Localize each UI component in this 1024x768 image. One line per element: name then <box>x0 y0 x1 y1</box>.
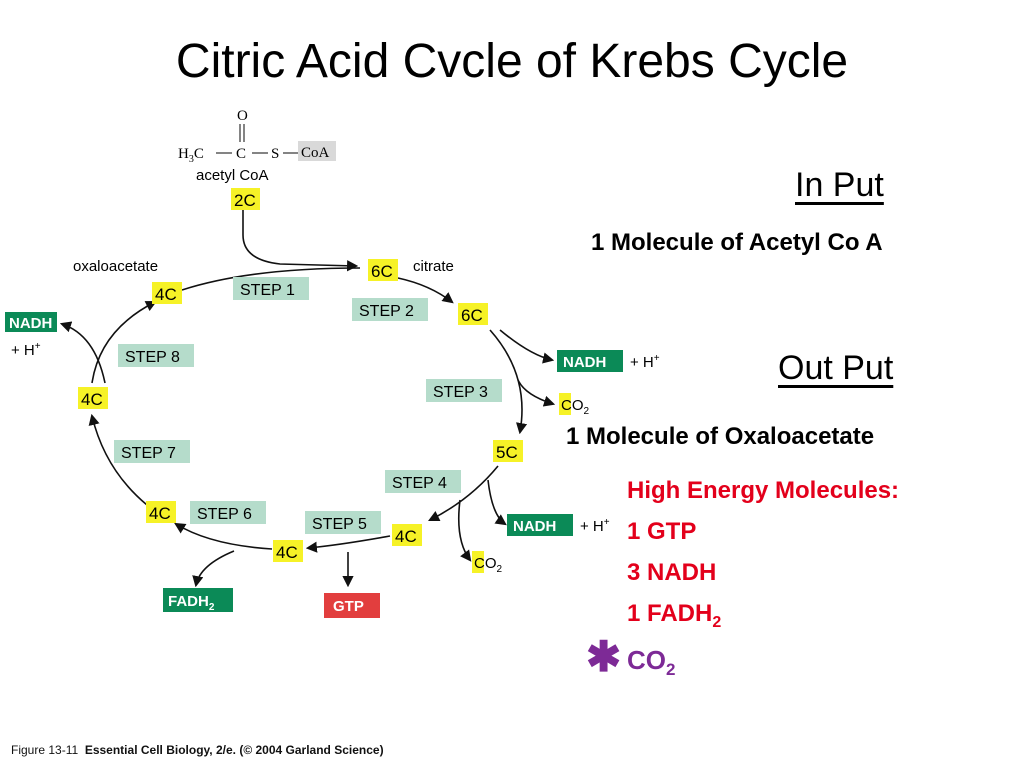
figure-caption: Figure 13-11 Essential Cell Biology, 2/e… <box>11 743 384 757</box>
carbon-boxes: 2C 6C 6C 5C 4C 4C 4C 4C 4C <box>78 188 523 562</box>
fadh2-box: FADH2 <box>168 593 215 613</box>
plus-h-step4: + H+ <box>580 517 610 535</box>
acetyl-coa-structure: O H3C C S CoA acetyl CoA <box>178 108 336 184</box>
input-line: 1 Molecule of Acetyl Co A <box>591 229 883 256</box>
nadh-step4: NADH <box>513 518 556 535</box>
co2-output-text: CO <box>627 645 666 675</box>
box-4c-step6: 4C <box>149 504 171 523</box>
energy-heading: High Energy Molecules: <box>627 477 900 504</box>
co2-output: CO2 <box>627 645 675 680</box>
co2-step3: CO2 <box>561 397 590 417</box>
step-2: STEP 2 <box>359 303 414 320</box>
citrate-label: citrate <box>413 258 454 275</box>
page-title: Citric Acid Cvcle of Krebs Cycle <box>175 35 849 88</box>
box-6c-citrate: 6C <box>371 262 393 281</box>
energy-fadh2-sub: 2 <box>712 613 722 631</box>
box-5c: 5C <box>496 443 518 462</box>
box-4c-left: 4C <box>81 390 103 409</box>
step-7: STEP 7 <box>121 445 176 462</box>
output-heading: Out Put <box>778 349 894 387</box>
star-icon: ✱ <box>586 633 622 680</box>
energy-fadh2: 1 FADH2 <box>627 600 721 632</box>
step-8: STEP 8 <box>125 349 180 366</box>
oxaloacetate-label: oxaloacetate <box>73 258 158 275</box>
energy-gtp: 1 GTP <box>627 518 697 545</box>
figure-number: Figure 13-11 <box>11 743 79 757</box>
step-5: STEP 5 <box>312 516 367 533</box>
step-1: STEP 1 <box>240 282 295 299</box>
sulfur-label: S <box>271 146 279 162</box>
output-line: 1 Molecule of Oxaloacetate <box>566 423 875 450</box>
oxygen-label: O <box>237 108 248 124</box>
co2-step4: CO2 <box>474 555 503 575</box>
cycle-arrows <box>59 210 556 588</box>
figure-source: Essential Cell Biology, 2/e. (© 2004 Gar… <box>84 743 384 757</box>
box-4c-bottom: 4C <box>276 543 298 562</box>
energy-fadh2-text: 1 FADH <box>627 600 713 627</box>
coa-label: CoA <box>301 145 330 161</box>
acetyl-coa-name: acetyl CoA <box>196 167 269 184</box>
step-4: STEP 4 <box>392 475 447 492</box>
step-3: STEP 3 <box>433 384 488 401</box>
energy-nadh: 3 NADH <box>627 559 717 586</box>
box-4c-step5: 4C <box>395 527 417 546</box>
input-heading: In Put <box>795 166 884 204</box>
plus-h-left: + H+ <box>11 341 41 359</box>
nadh-left: NADH <box>9 315 52 332</box>
carbonyl-carbon-label: C <box>236 146 246 162</box>
box-6c-step2: 6C <box>461 306 483 325</box>
nadh-step3: NADH <box>563 354 606 371</box>
step-boxes: STEP 1 STEP 2 STEP 3 STEP 4 STEP 5 STEP … <box>114 277 502 534</box>
gtp-box: GTP <box>333 598 364 615</box>
box-4c-oxaloacetate: 4C <box>155 285 177 304</box>
co2-output-sub: 2 <box>666 660 676 680</box>
step-6: STEP 6 <box>197 506 252 523</box>
h3c-label: H3C <box>178 146 204 165</box>
product-boxes: NADH + H+ NADH + H+ CO2 NADH + H+ CO2 FA… <box>5 312 660 618</box>
box-2c: 2C <box>234 191 256 210</box>
plus-h-step3: + H+ <box>630 353 660 371</box>
